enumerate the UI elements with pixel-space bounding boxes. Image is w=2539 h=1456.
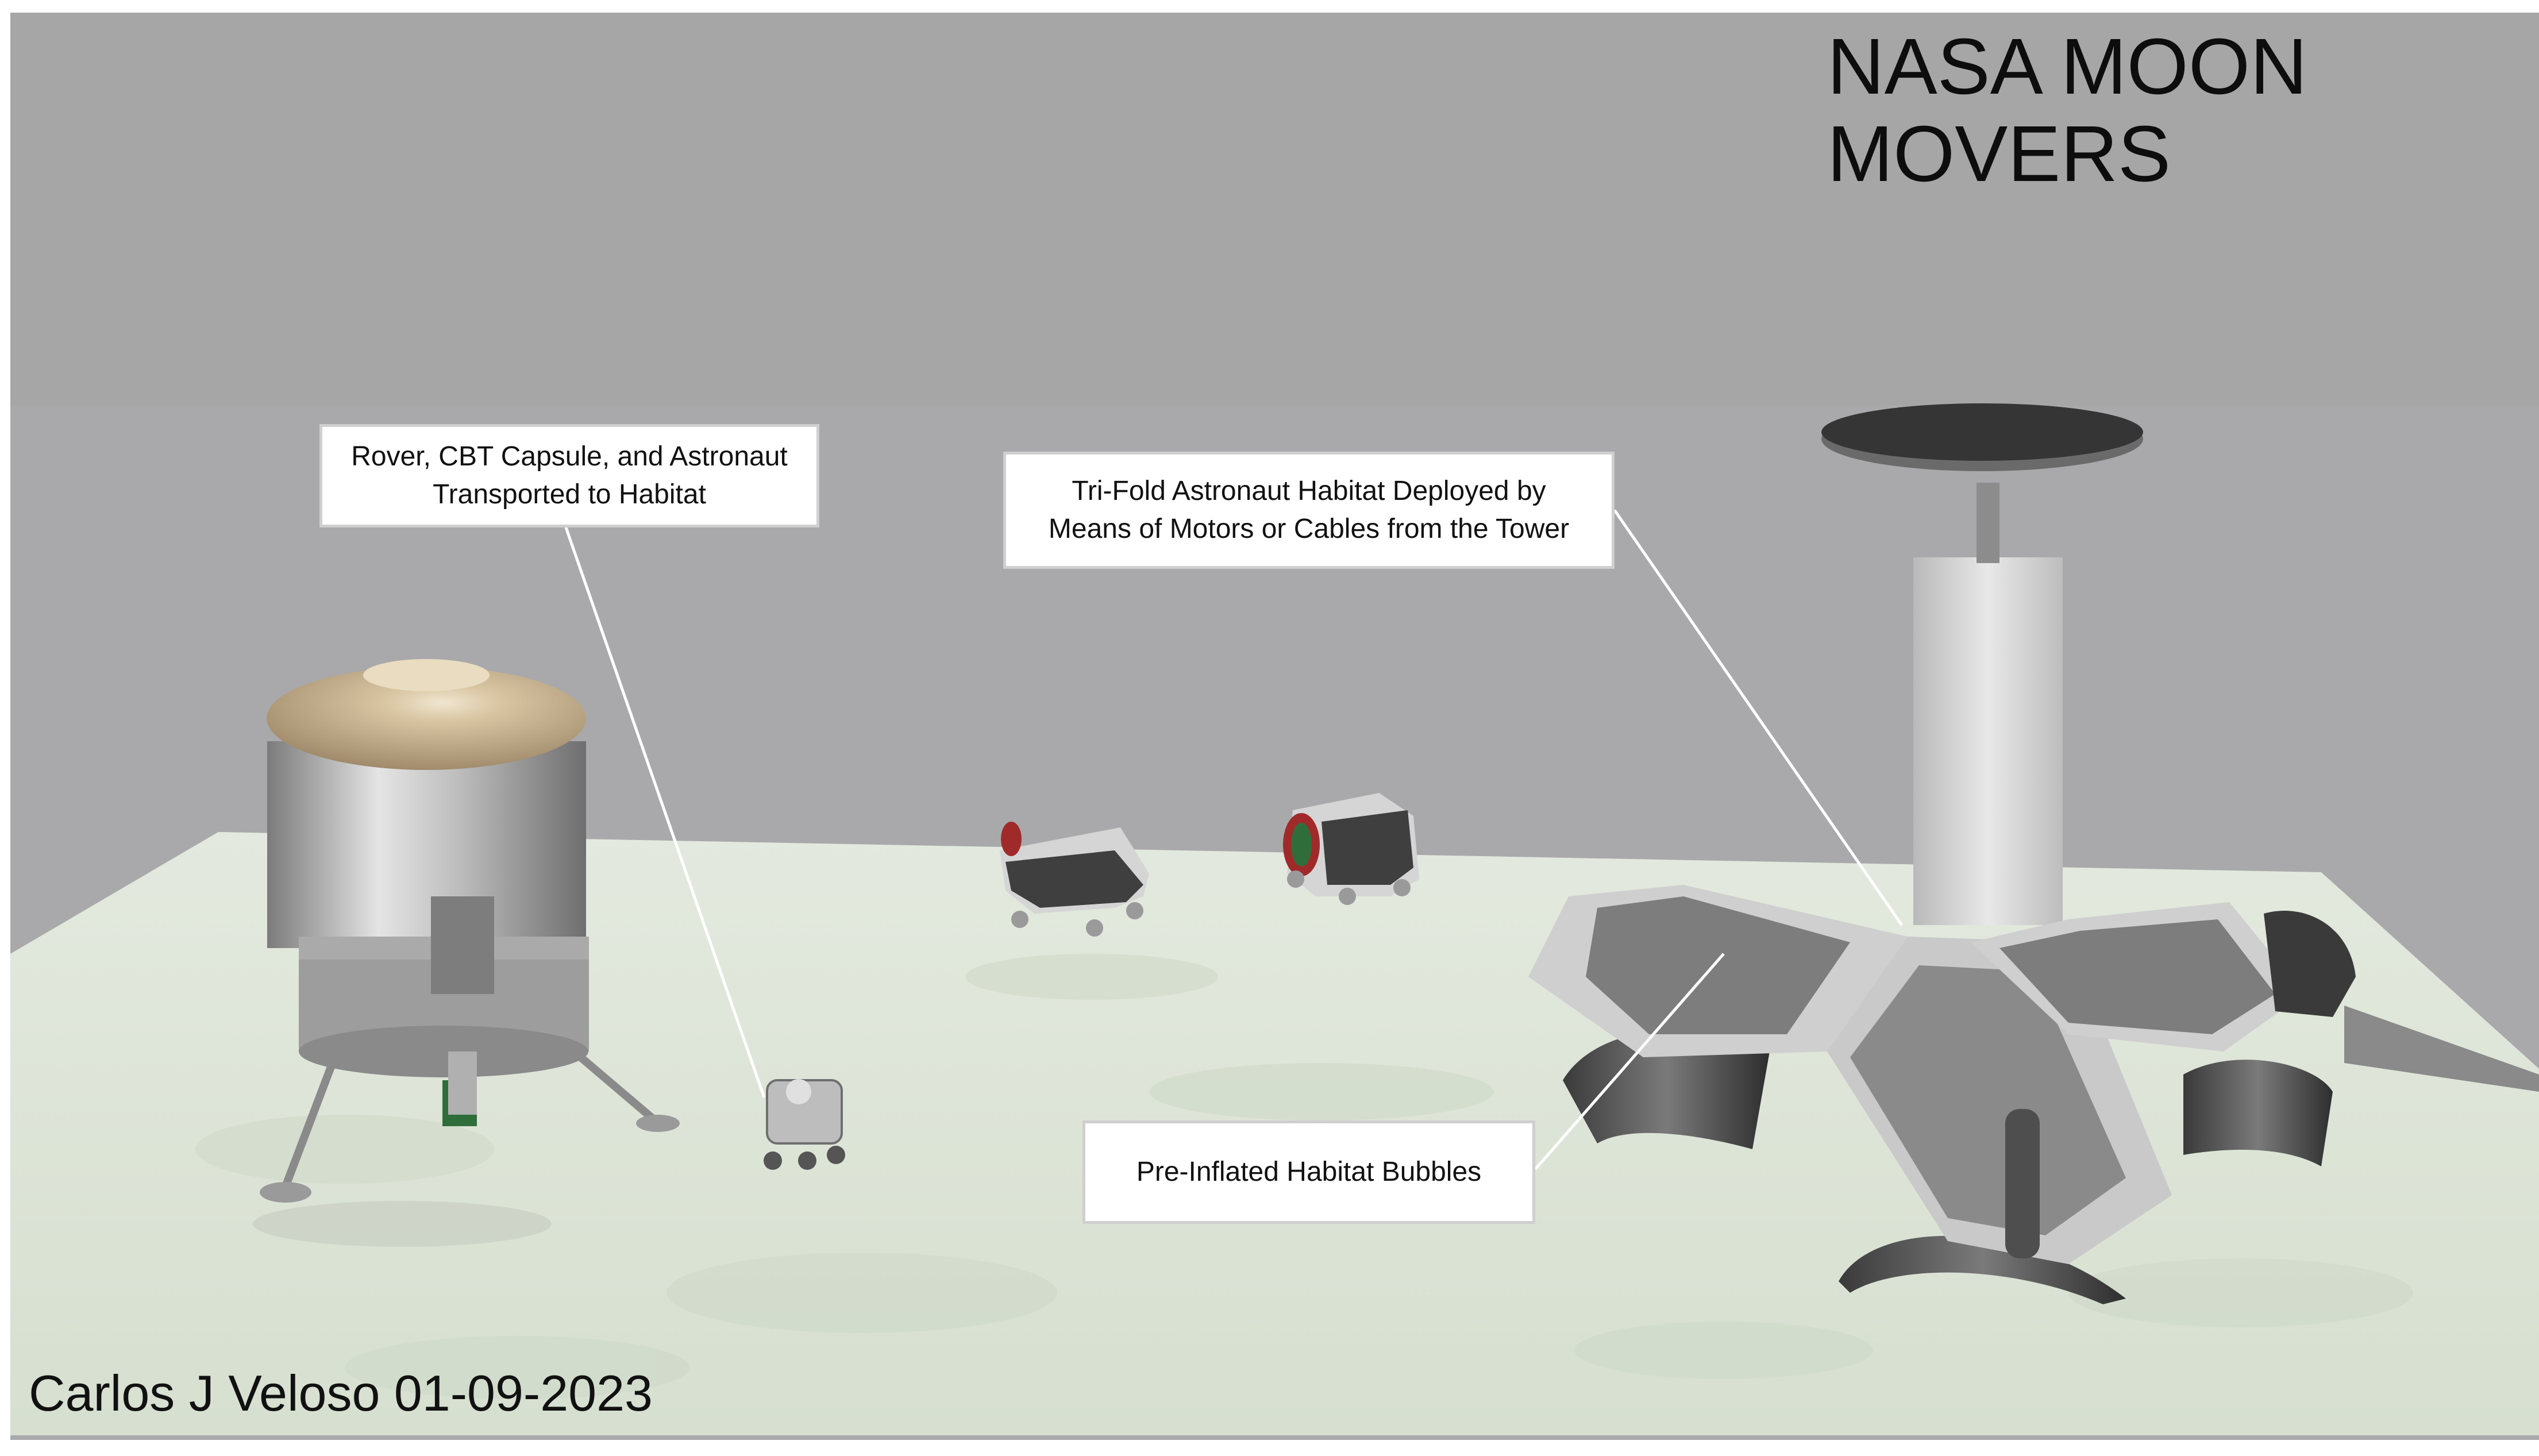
- scene-title: NASA MOON MOVERS: [1827, 23, 2307, 198]
- callout-rover-line1: Rover, CBT Capsule, and Astronaut: [351, 441, 788, 472]
- moon-mover-vehicle-left: [1000, 822, 1149, 937]
- callout-rover-line2: Transported to Habitat: [433, 479, 706, 510]
- scene-title-line1: NASA MOON: [1827, 22, 2307, 111]
- callout-habitat-line2: Means of Motors or Cables from the Tower: [1048, 514, 1570, 544]
- scene-title-line2: MOVERS: [1827, 110, 2171, 198]
- callout-habitat-line1: Tri-Fold Astronaut Habitat Deployed by: [1072, 476, 1546, 506]
- ground-texture: [195, 954, 2413, 1399]
- upper-backdrop: [10, 13, 2539, 409]
- moon-mover-vehicle-right: [1283, 793, 1419, 905]
- author-credit: Carlos J Veloso 01-09-2023: [29, 1365, 653, 1422]
- small-rover: [764, 1079, 845, 1170]
- callout-bubbles-line1: Pre-Inflated Habitat Bubbles: [1136, 1157, 1482, 1187]
- callout-habitat-bubbles: Pre-Inflated Habitat Bubbles: [1082, 1120, 1535, 1224]
- callout-tri-fold-habitat: Tri-Fold Astronaut Habitat Deployed by M…: [1003, 452, 1615, 569]
- callout-leader-lines: [564, 509, 1904, 1170]
- cbt-capsule-lander: [253, 659, 680, 1247]
- callout-rover-transport: Rover, CBT Capsule, and Astronaut Transp…: [319, 424, 819, 527]
- tri-fold-habitat: [1528, 403, 2539, 1304]
